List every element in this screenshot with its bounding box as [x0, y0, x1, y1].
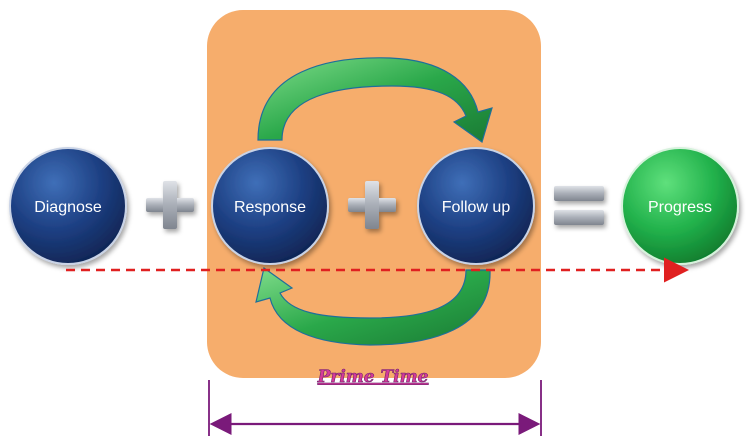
node-progress-label: Progress: [648, 199, 712, 216]
bottom-cycle-arrow: [255, 266, 491, 346]
node-diagnose-label: Diagnose: [34, 199, 102, 216]
node-follow-up-label: Follow up: [442, 199, 511, 216]
node-follow-up: Follow up: [417, 147, 535, 265]
node-response: Response: [211, 147, 329, 265]
top-cycle-arrow: [257, 57, 493, 143]
node-diagnose: Diagnose: [9, 147, 127, 265]
plus-operator-1: [146, 181, 194, 229]
node-response-label: Response: [234, 199, 306, 216]
equals-operator: [554, 186, 604, 225]
node-progress: Progress: [621, 147, 739, 265]
plus-operator-2: [348, 181, 396, 229]
prime-time-label: Prime Time: [317, 367, 429, 387]
